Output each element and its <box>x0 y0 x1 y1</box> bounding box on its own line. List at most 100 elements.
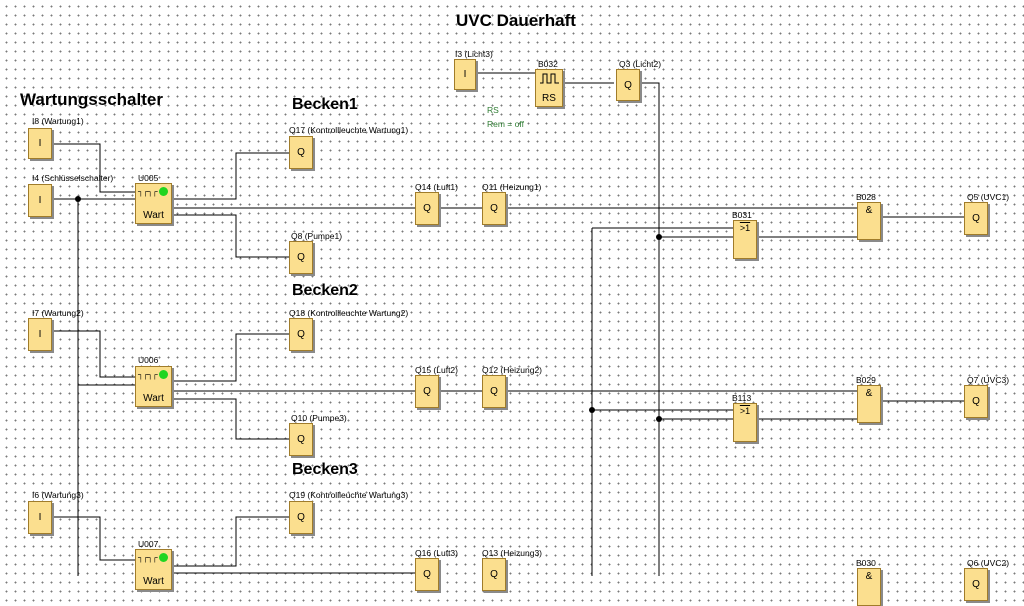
block-label-q10: Q10 (Pumpe3) <box>291 413 347 423</box>
block-symbol: I <box>38 195 42 206</box>
block-label-u006: U006 <box>138 355 159 365</box>
input-block-i6[interactable]: I <box>28 501 52 534</box>
maintenance-block-u007[interactable]: ┐┌┐┌ Wart <box>135 549 172 590</box>
block-label-q6: Q6 (UVC2) <box>967 558 1010 568</box>
block-label-q17: Q17 (Kontrollleuchte Wartung1) <box>289 125 409 135</box>
block-label-u007: U007 <box>138 539 159 549</box>
block-label-q16: Q16 (Luft3) <box>415 548 458 558</box>
block-symbol: Q <box>423 386 431 397</box>
block-symbol: >1 <box>739 406 751 416</box>
block-label-b032: B032 <box>538 59 558 69</box>
block-symbol: & <box>865 571 873 582</box>
output-block-q8[interactable]: Q <box>289 241 313 274</box>
output-block-q11[interactable]: Q <box>482 192 506 225</box>
section-becken1: Becken1 <box>292 96 358 113</box>
block-label-b031: B031 <box>732 210 752 220</box>
block-symbol: Q <box>423 203 431 214</box>
block-label-q19: Q19 (Kontrollleuchte Wartung3) <box>289 490 409 500</box>
block-label-i8: I8 (Wartung1) <box>32 116 84 126</box>
block-label-q3: Q3 (Licht2) <box>619 59 662 69</box>
block-symbol: I <box>38 138 42 149</box>
block-symbol: Q <box>297 147 305 158</box>
diagram-title: UVC Dauerhaft <box>456 11 576 30</box>
block-label-q5: Q5 (UVC1) <box>967 192 1010 202</box>
maintenance-block-u006[interactable]: ┐┌┐┌ Wart <box>135 366 172 407</box>
param-rs: RS <box>487 105 499 115</box>
wiring-diagram <box>52 72 964 576</box>
block-symbol: >1 <box>739 223 751 233</box>
block-pulse-glyph: ┐┌┐┌ <box>138 553 158 562</box>
block-label-i4: I4 (Schlüsselschalter) <box>32 173 114 183</box>
output-block-q6[interactable]: Q <box>964 568 988 601</box>
input-block-i3[interactable]: I <box>454 59 476 90</box>
block-symbol: I <box>38 329 42 340</box>
or-block-b031[interactable]: >1 <box>733 220 757 259</box>
block-symbol: Wart <box>143 393 164 404</box>
rs-block-b032[interactable]: RS <box>535 69 563 107</box>
block-symbol: Q <box>490 203 498 214</box>
output-block-q10[interactable]: Q <box>289 423 313 456</box>
block-label-q18: Q18 (Kontrollleuchte Wartung2) <box>289 308 409 318</box>
block-label-b029: B029 <box>856 375 876 385</box>
block-label-b113: B113 <box>732 393 752 403</box>
block-pulse-glyph: ┐┌┐┌ <box>138 370 158 379</box>
input-block-i4[interactable]: I <box>28 184 52 217</box>
block-symbol: Q <box>297 434 305 445</box>
output-block-q7[interactable]: Q <box>964 385 988 418</box>
input-block-i7[interactable]: I <box>28 318 52 351</box>
block-symbol: Q <box>423 569 431 580</box>
block-symbol: Q <box>972 213 980 224</box>
junction-dot <box>75 196 81 202</box>
block-symbol: Wart <box>143 210 164 221</box>
param-rem: Rem = off <box>487 119 524 129</box>
output-block-q18[interactable]: Q <box>289 318 313 351</box>
block-symbol: & <box>865 388 873 399</box>
block-label-i6: I6 (Wartung3) <box>32 490 84 500</box>
or-block-b113[interactable]: >1 <box>733 403 757 442</box>
block-symbol: Q <box>624 79 632 91</box>
block-label-q12: Q12 (Heizung2) <box>482 365 543 375</box>
block-symbol: Q <box>972 396 980 407</box>
block-symbol: Q <box>297 252 305 263</box>
block-symbol: Q <box>297 512 305 523</box>
block-symbol: Q <box>490 569 498 580</box>
and-block-b029[interactable]: & <box>857 385 881 423</box>
block-label-q8: Q8 (Pumpe1) <box>291 231 343 241</box>
block-symbol: I <box>463 69 467 80</box>
output-block-q13[interactable]: Q <box>482 558 506 591</box>
block-symbol: Wart <box>143 576 164 587</box>
block-symbol: & <box>865 205 873 216</box>
pulse-icon <box>540 73 559 84</box>
status-led-icon <box>159 370 168 379</box>
junction-dot <box>589 407 595 413</box>
block-label-q15: Q15 (Luft2) <box>415 365 458 375</box>
and-block-b028[interactable]: & <box>857 202 881 240</box>
output-block-q5[interactable]: Q <box>964 202 988 235</box>
block-symbol: Q <box>972 579 980 590</box>
block-label-b030: B030 <box>856 558 876 568</box>
section-becken3: Becken3 <box>292 461 358 478</box>
status-led-icon <box>159 187 168 196</box>
output-block-q14[interactable]: Q <box>415 192 439 225</box>
section-becken2: Becken2 <box>292 282 358 299</box>
output-block-q17[interactable]: Q <box>289 136 313 169</box>
output-block-q12[interactable]: Q <box>482 375 506 408</box>
output-block-q16[interactable]: Q <box>415 558 439 591</box>
block-label-i3: I3 (Licht3) <box>455 49 493 59</box>
block-label-b028: B028 <box>856 192 876 202</box>
input-block-i8[interactable]: I <box>28 128 52 159</box>
output-block-q19[interactable]: Q <box>289 501 313 534</box>
block-pulse-glyph: ┐┌┐┌ <box>138 187 158 196</box>
block-label-q7: Q7 (UVC3) <box>967 375 1010 385</box>
block-label-i7: I7 (Wartung2) <box>32 308 84 318</box>
block-label-u005: U005 <box>138 173 159 183</box>
block-label-q13: Q13 (Heizung3) <box>482 548 543 558</box>
status-led-icon <box>159 553 168 562</box>
block-symbol: Q <box>297 329 305 340</box>
maintenance-block-u005[interactable]: ┐┌┐┌ Wart <box>135 183 172 224</box>
junction-dot <box>656 234 662 240</box>
and-block-b030[interactable]: & <box>857 568 881 606</box>
output-block-q3[interactable]: Q <box>616 69 640 101</box>
block-symbol: RS <box>542 93 556 104</box>
output-block-q15[interactable]: Q <box>415 375 439 408</box>
